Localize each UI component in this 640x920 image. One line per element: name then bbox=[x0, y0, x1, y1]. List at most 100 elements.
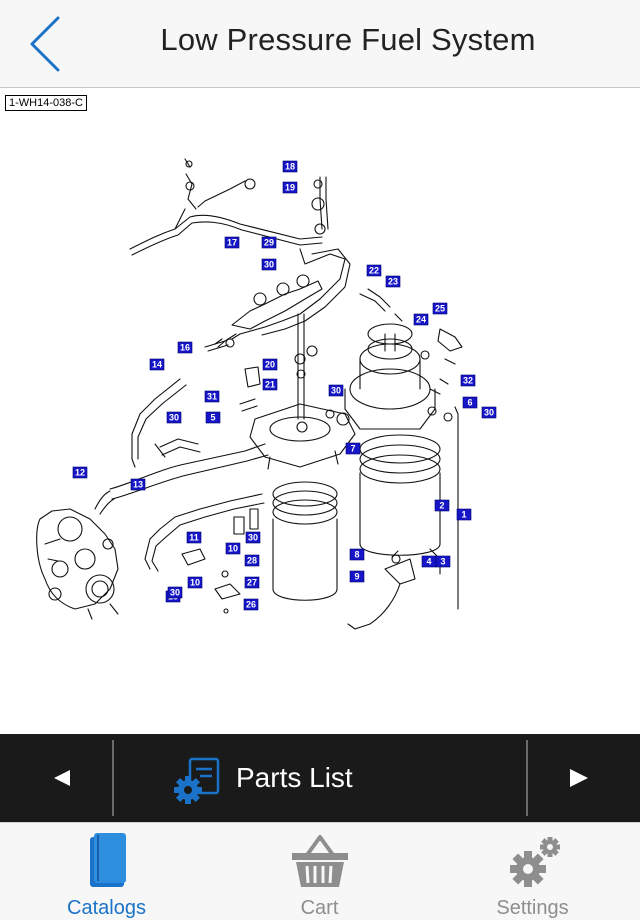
previous-button[interactable] bbox=[0, 734, 112, 822]
svg-text:2: 2 bbox=[439, 501, 444, 511]
callout-layer: 1819172930222325241614202130323130563015… bbox=[72, 160, 497, 611]
gears-icon bbox=[509, 837, 560, 887]
tab-settings[interactable]: Settings bbox=[426, 823, 639, 920]
callout-30[interactable]: 30 bbox=[261, 258, 277, 271]
basket-icon bbox=[291, 835, 348, 887]
navigation-bar: Low Pressure Fuel System bbox=[0, 0, 640, 88]
callout-19[interactable]: 19 bbox=[282, 181, 298, 194]
tab-label: Settings bbox=[496, 897, 569, 919]
svg-text:13: 13 bbox=[133, 480, 143, 490]
callout-27[interactable]: 27 bbox=[244, 576, 260, 589]
svg-text:31: 31 bbox=[207, 392, 217, 402]
parts-list-button[interactable]: Parts List bbox=[114, 734, 526, 822]
callout-30[interactable]: 30 bbox=[167, 586, 183, 599]
svg-text:3: 3 bbox=[440, 557, 445, 567]
callout-30[interactable]: 30 bbox=[245, 531, 261, 544]
svg-text:30: 30 bbox=[331, 386, 341, 396]
callout-17[interactable]: 17 bbox=[224, 236, 240, 249]
parts-toolbar: Parts List bbox=[0, 734, 640, 822]
svg-text:30: 30 bbox=[169, 413, 179, 423]
tab-label: Catalogs bbox=[67, 897, 146, 919]
svg-text:8: 8 bbox=[354, 550, 359, 560]
callout-10[interactable]: 10 bbox=[187, 576, 203, 589]
svg-text:30: 30 bbox=[484, 408, 494, 418]
back-button[interactable] bbox=[22, 14, 72, 74]
callout-13[interactable]: 13 bbox=[130, 478, 146, 491]
callout-7[interactable]: 7 bbox=[345, 442, 361, 455]
callout-2[interactable]: 2 bbox=[434, 499, 450, 512]
callout-8[interactable]: 8 bbox=[349, 548, 365, 561]
svg-text:14: 14 bbox=[152, 360, 162, 370]
svg-text:29: 29 bbox=[264, 238, 274, 248]
svg-text:26: 26 bbox=[246, 600, 256, 610]
callout-1[interactable]: 1 bbox=[456, 508, 472, 521]
toolbar-divider bbox=[526, 740, 528, 816]
callout-14[interactable]: 14 bbox=[149, 358, 165, 371]
callout-21[interactable]: 21 bbox=[262, 378, 278, 391]
svg-text:23: 23 bbox=[388, 277, 398, 287]
svg-text:19: 19 bbox=[285, 183, 295, 193]
callout-12[interactable]: 12 bbox=[72, 466, 88, 479]
svg-text:18: 18 bbox=[285, 162, 295, 172]
callout-5[interactable]: 5 bbox=[205, 411, 221, 424]
svg-text:9: 9 bbox=[354, 572, 359, 582]
toolbar-divider bbox=[112, 740, 114, 816]
callout-32[interactable]: 32 bbox=[460, 374, 476, 387]
callout-18[interactable]: 18 bbox=[282, 160, 298, 173]
svg-text:30: 30 bbox=[264, 260, 274, 270]
callout-26[interactable]: 26 bbox=[243, 598, 259, 611]
parts-list-gear-icon bbox=[174, 757, 220, 804]
callout-22[interactable]: 22 bbox=[366, 264, 382, 277]
callout-16[interactable]: 16 bbox=[177, 341, 193, 354]
diagram-code: 1-WH14-038-C bbox=[5, 95, 87, 111]
page-title: Low Pressure Fuel System bbox=[160, 22, 536, 57]
callout-11[interactable]: 11 bbox=[186, 531, 202, 544]
svg-text:17: 17 bbox=[227, 238, 237, 248]
callout-29[interactable]: 29 bbox=[261, 236, 277, 249]
callout-30[interactable]: 30 bbox=[328, 384, 344, 397]
svg-text:10: 10 bbox=[228, 544, 238, 554]
svg-text:12: 12 bbox=[75, 468, 85, 478]
svg-text:5: 5 bbox=[210, 413, 215, 423]
tab-cart[interactable]: Cart bbox=[213, 823, 426, 920]
svg-text:6: 6 bbox=[467, 398, 472, 408]
callout-30[interactable]: 30 bbox=[166, 411, 182, 424]
svg-text:16: 16 bbox=[180, 343, 190, 353]
callout-25[interactable]: 25 bbox=[432, 302, 448, 315]
svg-text:27: 27 bbox=[247, 578, 257, 588]
diagram-view[interactable]: 1819172930222325241614202130323130563015… bbox=[0, 89, 640, 734]
callout-10[interactable]: 10 bbox=[225, 542, 241, 555]
svg-text:28: 28 bbox=[247, 556, 257, 566]
svg-text:4: 4 bbox=[426, 557, 431, 567]
callout-9[interactable]: 9 bbox=[349, 570, 365, 583]
svg-text:30: 30 bbox=[248, 533, 258, 543]
svg-text:30: 30 bbox=[170, 588, 180, 598]
callout-30[interactable]: 30 bbox=[481, 406, 497, 419]
svg-text:25: 25 bbox=[435, 304, 445, 314]
book-icon bbox=[89, 833, 126, 887]
tab-catalogs[interactable]: Catalogs bbox=[0, 823, 213, 920]
line-art bbox=[36, 158, 463, 630]
parts-list-label: Parts List bbox=[236, 762, 353, 793]
tab-label: Cart bbox=[300, 897, 339, 919]
callout-3[interactable]: 3 bbox=[435, 555, 451, 568]
svg-text:22: 22 bbox=[369, 266, 379, 276]
svg-text:11: 11 bbox=[189, 533, 199, 543]
callout-28[interactable]: 28 bbox=[244, 554, 260, 567]
svg-text:21: 21 bbox=[265, 380, 275, 390]
callout-4[interactable]: 4 bbox=[421, 555, 437, 568]
next-button[interactable] bbox=[528, 734, 640, 822]
tab-bar: Catalogs Cart bbox=[0, 822, 640, 920]
svg-text:10: 10 bbox=[190, 578, 200, 588]
triangle-left-icon bbox=[54, 770, 70, 786]
callout-23[interactable]: 23 bbox=[385, 275, 401, 288]
callout-24[interactable]: 24 bbox=[413, 313, 429, 326]
callout-6[interactable]: 6 bbox=[462, 396, 478, 409]
svg-text:32: 32 bbox=[463, 376, 473, 386]
svg-text:24: 24 bbox=[416, 315, 426, 325]
exploded-parts-diagram[interactable]: 1819172930222325241614202130323130563015… bbox=[0, 89, 640, 734]
callout-31[interactable]: 31 bbox=[204, 390, 220, 403]
svg-text:20: 20 bbox=[265, 360, 275, 370]
svg-text:1: 1 bbox=[461, 510, 466, 520]
callout-20[interactable]: 20 bbox=[262, 358, 278, 371]
